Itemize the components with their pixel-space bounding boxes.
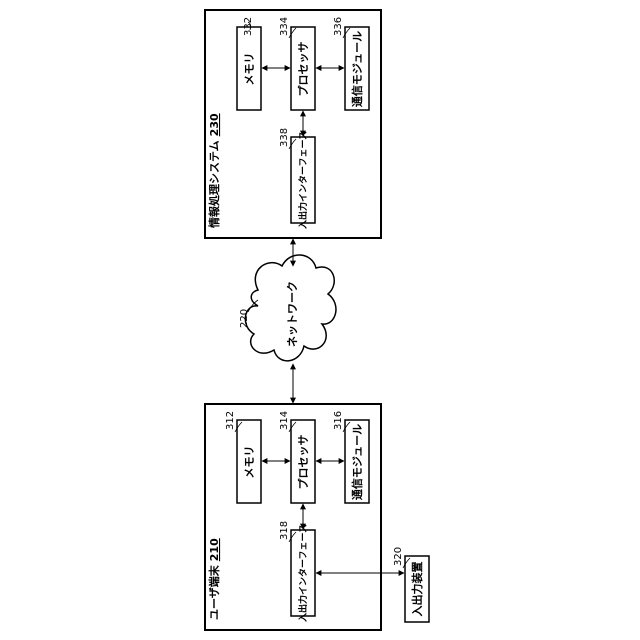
info-comm-label: 通信モジュール <box>350 31 364 107</box>
network-label: ネットワーク <box>286 281 299 347</box>
info-processor-label: プロセッサ <box>296 42 310 97</box>
info-memory-label: メモリ <box>243 53 256 86</box>
terminal-io-ref: 318 <box>279 521 290 540</box>
info-io-ref: 338 <box>279 128 290 147</box>
io-device-label: 入出力装置 <box>410 562 424 617</box>
terminal-io-label: 入出力インターフェース <box>297 524 309 623</box>
info-processor-ref: 334 <box>279 17 290 36</box>
terminal-comm-label: 通信モジュール <box>350 424 364 500</box>
info-system-title: 情報処理システム230 <box>207 113 221 228</box>
user-terminal-title: ユーザ端末210 <box>207 538 221 620</box>
terminal-comm-ref: 316 <box>333 411 344 430</box>
terminal-processor-ref: 314 <box>279 411 290 430</box>
terminal-processor-label: プロセッサ <box>296 435 310 490</box>
terminal-memory-label: メモリ <box>243 446 256 479</box>
info-comm-ref: 336 <box>333 17 344 36</box>
info-io-label: 入出力インターフェース <box>297 131 309 230</box>
info-memory-ref: 332 <box>243 17 254 36</box>
io-device-ref: 320 <box>393 547 404 566</box>
terminal-memory-ref: 312 <box>225 411 236 430</box>
